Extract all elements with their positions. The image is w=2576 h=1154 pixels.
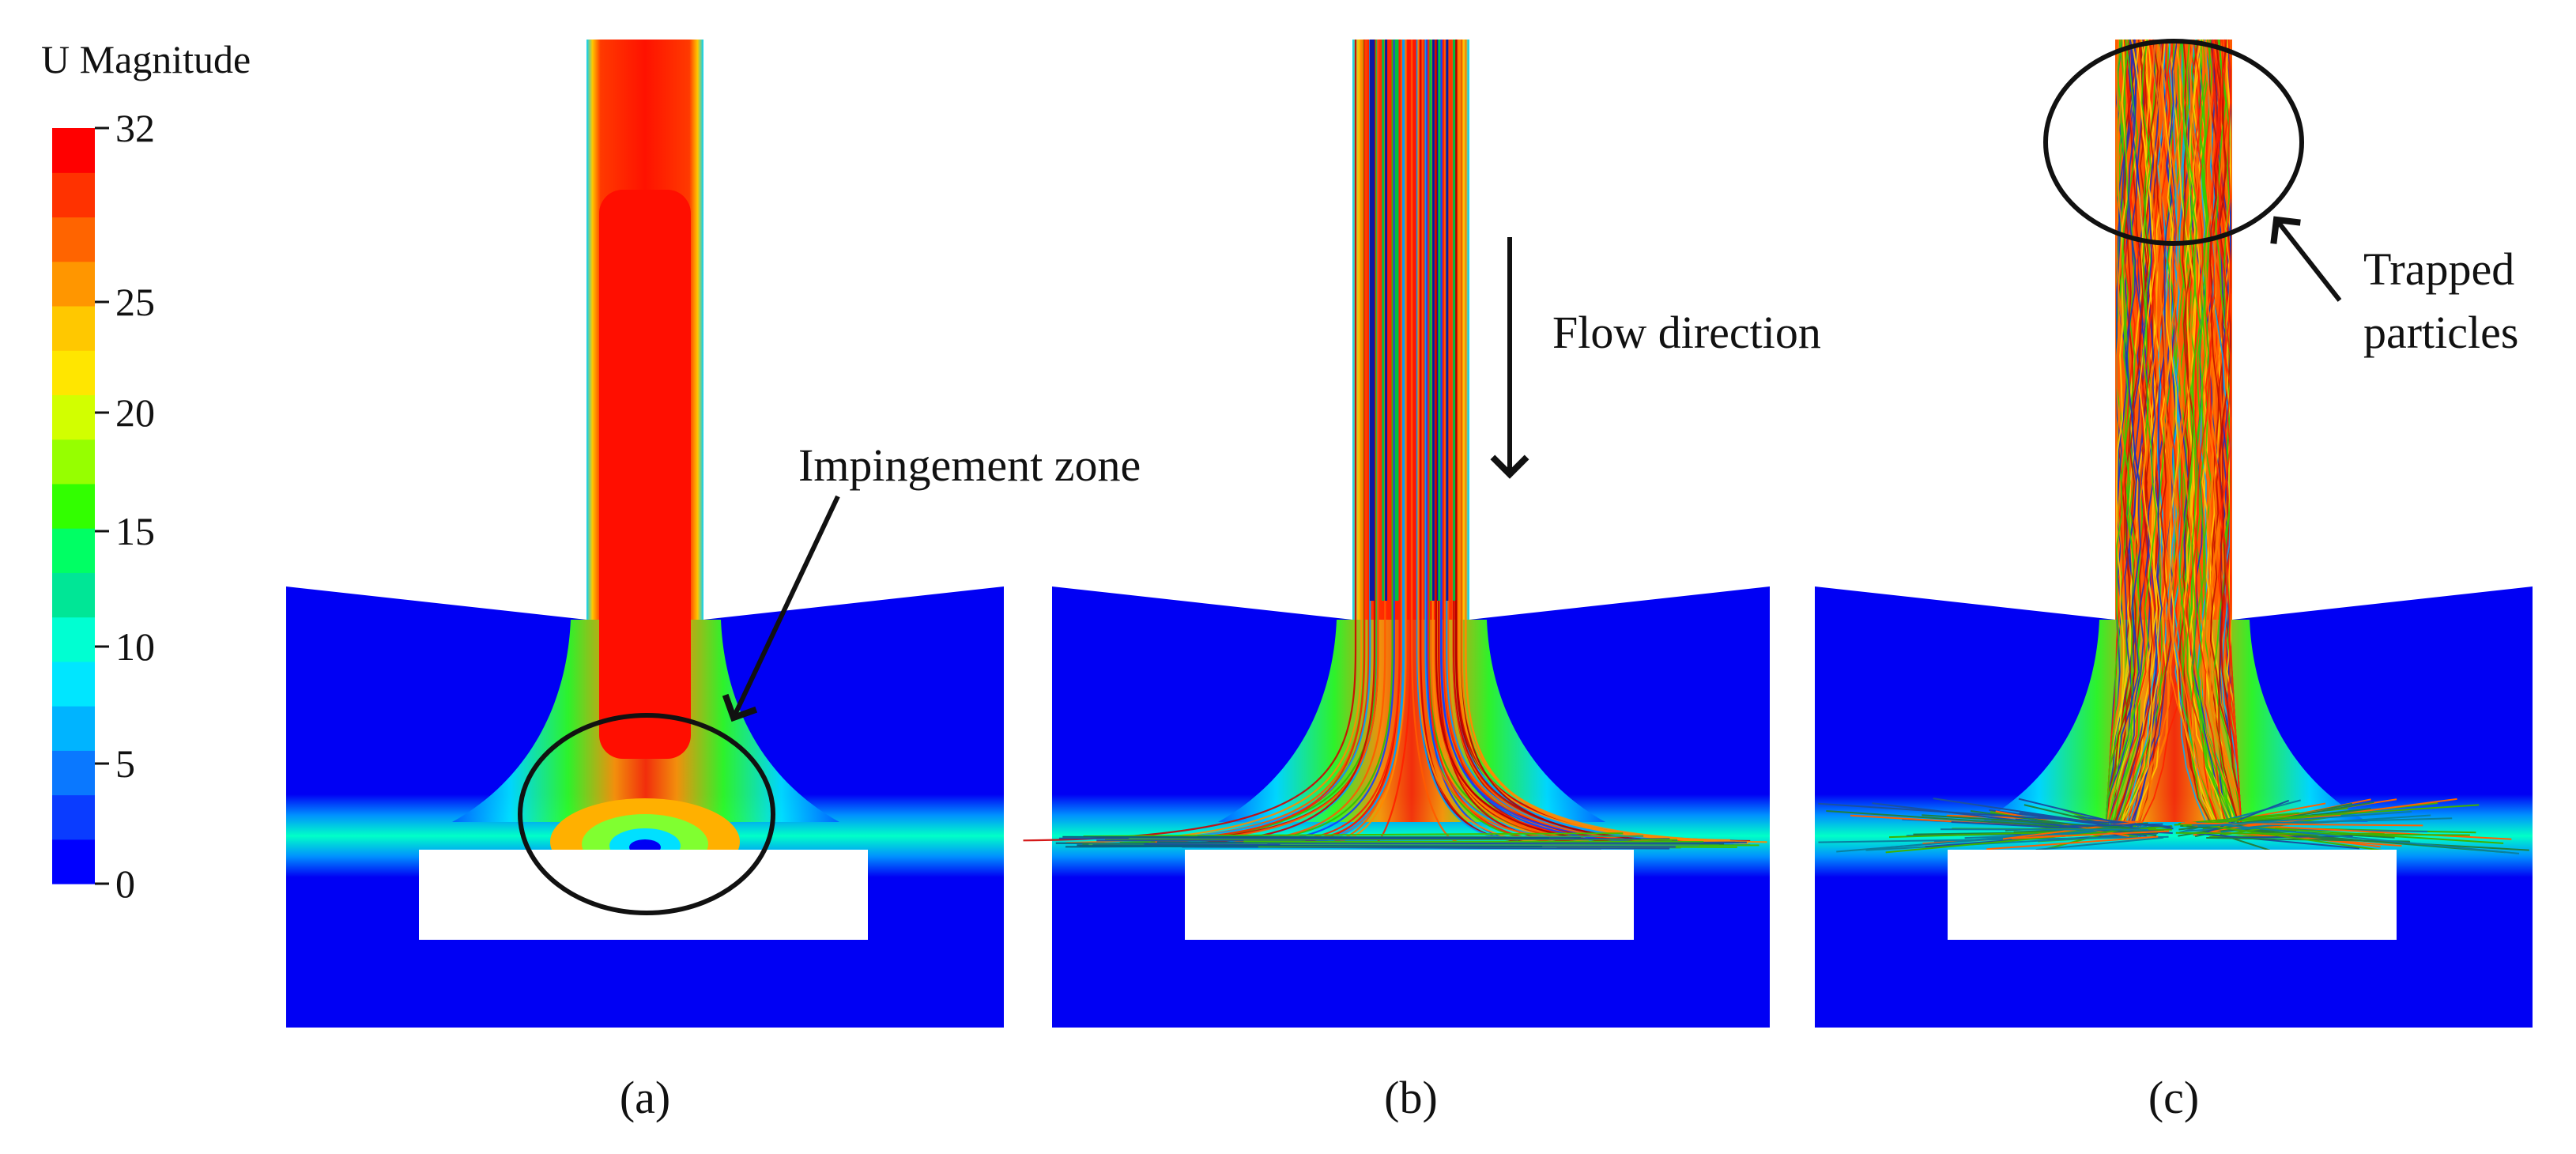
colorbar-band [52, 394, 95, 439]
colorbar-tick-label: 20 [115, 390, 155, 435]
trapped-label-line2: particles [2363, 307, 2518, 358]
colorbar [52, 128, 95, 884]
impingement-label: Impingement zone [798, 439, 1141, 491]
colorbar-tick-label: 10 [115, 624, 155, 669]
panel-c [1815, 40, 2533, 1028]
colorbar-legend: U Magnitude 32 25 20 15 10 5 0 [41, 37, 251, 906]
particle-track [1940, 829, 2148, 830]
colorbar-tick-label: 15 [115, 509, 155, 553]
plate-obstacle [419, 850, 868, 940]
colorbar-band [52, 839, 95, 884]
colorbar-band [52, 217, 95, 262]
jet-core [599, 190, 691, 759]
plate-obstacle [1185, 850, 1634, 940]
colorbar-band [52, 662, 95, 707]
colorbar-ticks: 32 25 20 15 10 5 0 [95, 106, 155, 906]
panel-label-a: (a) [620, 1072, 670, 1123]
legend-title: U Magnitude [41, 37, 251, 81]
plate-obstacle [1948, 850, 2397, 940]
colorbar-band [52, 795, 95, 840]
colorbar-tick-label: 25 [115, 280, 155, 324]
colorbar-band [52, 528, 95, 573]
panel-b [1024, 40, 1771, 1028]
flow-label: Flow direction [1552, 307, 1821, 358]
colorbar-band [52, 617, 95, 662]
colorbar-band [52, 262, 95, 307]
colorbar-tick-label: 32 [115, 106, 155, 150]
trapped-arrow [2276, 220, 2340, 300]
streamline [1062, 837, 1548, 838]
colorbar-band [52, 172, 95, 217]
panel-a [286, 40, 1004, 1028]
colorbar-band [52, 484, 95, 529]
colorbar-tick-label: 5 [115, 741, 135, 786]
colorbar-band [52, 128, 95, 173]
colorbar-band [52, 350, 95, 395]
trapped-label-line1: Trapped [2363, 243, 2514, 295]
colorbar-tick-label: 0 [115, 862, 135, 906]
colorbar-band [52, 306, 95, 351]
panel-label-c: (c) [2148, 1072, 2199, 1123]
colorbar-band [52, 439, 95, 485]
annotation-flow-direction: Flow direction [1510, 237, 1821, 474]
colorbar-band [52, 706, 95, 751]
colorbar-band [52, 572, 95, 617]
colorbar-band [52, 750, 95, 795]
panel-label-b: (b) [1384, 1072, 1438, 1123]
